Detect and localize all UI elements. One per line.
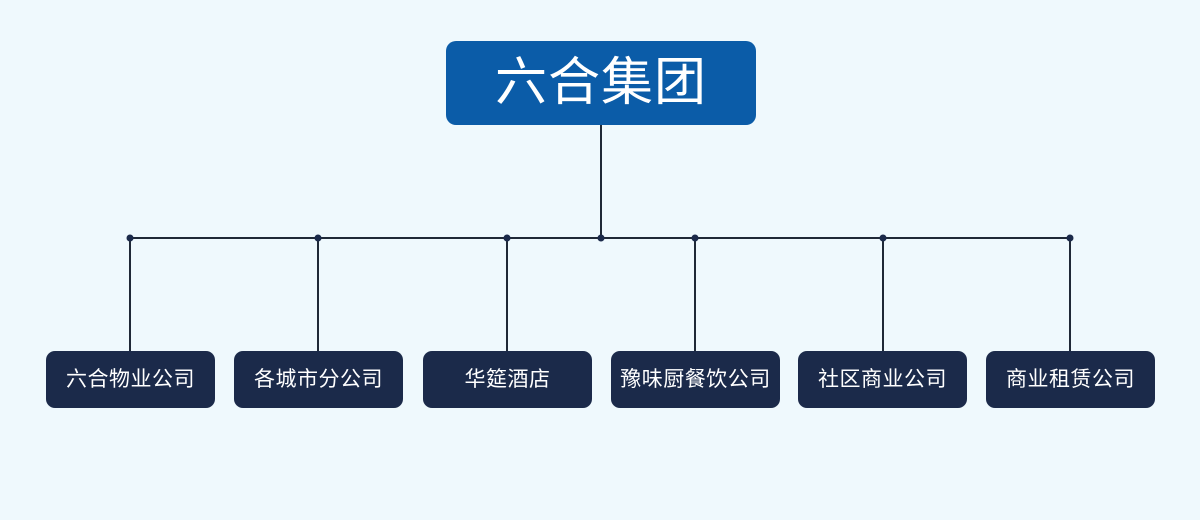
junction-dot-4 [879,234,887,242]
child-node-liuhe-property[interactable]: 六合物业公司 [46,351,215,408]
child-node-community-commerce[interactable]: 社区商业公司 [798,351,967,408]
junction-dot-2 [503,234,511,242]
child-node-city-branches[interactable]: 各城市分公司 [234,351,403,408]
child-node-label: 商业租赁公司 [1006,367,1135,391]
child-node-label: 各城市分公司 [254,367,383,391]
child-node-label: 华筵酒店 [464,367,551,391]
child-node-huayan-hotel[interactable]: 华筵酒店 [423,351,592,408]
junction-dot-0 [126,234,134,242]
junction-dot-stem [597,234,605,242]
child-node-commercial-leasing[interactable]: 商业租赁公司 [986,351,1155,408]
root-node-liuhe-group[interactable]: 六合集团 [446,41,756,125]
junction-dot-3 [691,234,699,242]
junction-dot-1 [314,234,322,242]
child-node-label: 六合物业公司 [66,367,195,391]
child-node-yuweichu-catering[interactable]: 豫味厨餐饮公司 [611,351,780,408]
child-node-label: 社区商业公司 [818,367,947,391]
child-node-label: 豫味厨餐饮公司 [620,367,771,391]
root-node-label: 六合集团 [494,53,707,113]
junction-dot-5 [1066,234,1074,242]
